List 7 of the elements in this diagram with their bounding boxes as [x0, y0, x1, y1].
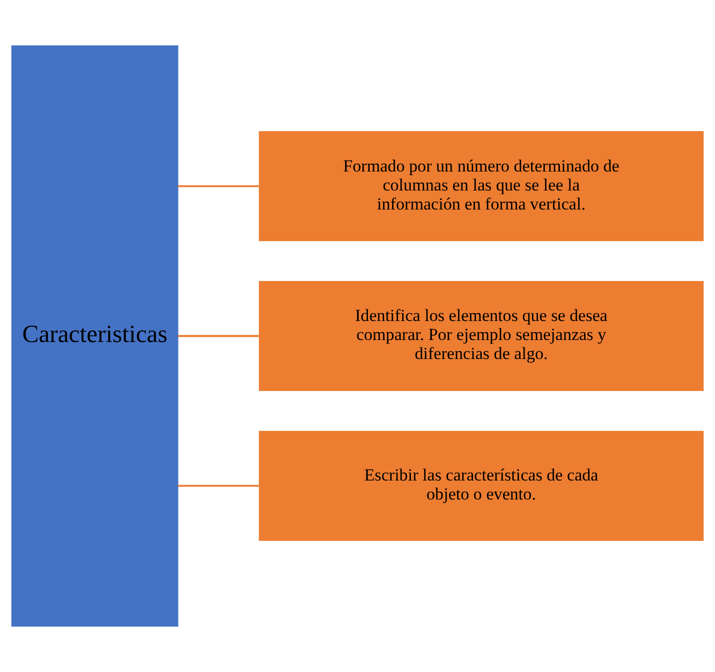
node-box: Caracteristicas	[11, 45, 178, 627]
node-box: Formado por un número determinado de columnas en las que se lee la información en forma vertical.	[258, 131, 704, 242]
connector	[178, 185, 260, 188]
connector	[178, 335, 260, 337]
node-box: Identifica los elementos que se desea comparar. Por ejemplo semejanzas y diferencias de algo.	[258, 281, 704, 391]
connector	[178, 484, 260, 487]
node-box: Escribir las características de cada objeto o evento.	[258, 430, 704, 541]
